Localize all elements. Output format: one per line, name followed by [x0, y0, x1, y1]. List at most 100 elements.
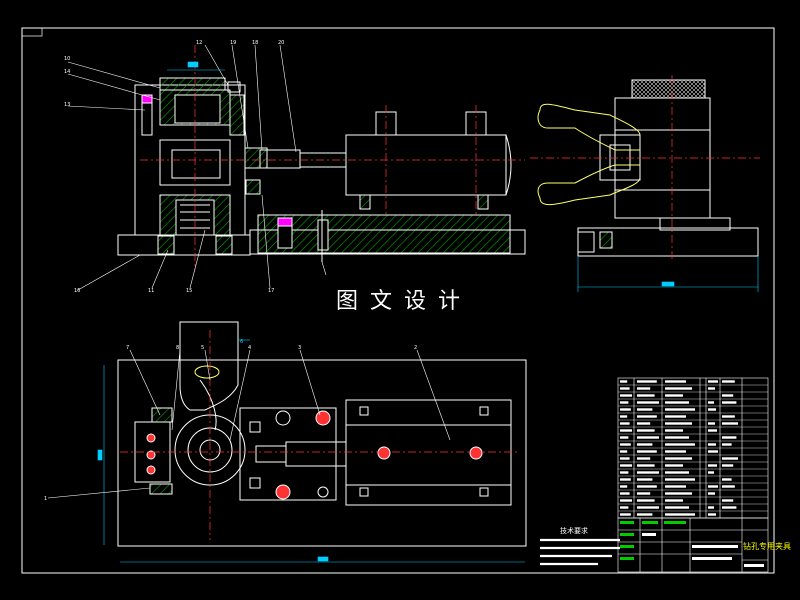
side-dimension — [577, 256, 759, 292]
parts-list-cell — [637, 443, 653, 446]
parts-list-cell — [665, 471, 689, 474]
svg-text:10: 10 — [64, 56, 70, 62]
parts-list-cell — [722, 478, 732, 481]
parts-list-cell — [708, 513, 716, 516]
title-block-cell — [642, 521, 658, 524]
parts-list-cell — [620, 443, 631, 446]
parts-list-cell — [620, 499, 632, 502]
svg-text:13: 13 — [64, 102, 70, 108]
parts-list-cell — [620, 513, 631, 516]
parts-list-cell — [708, 387, 715, 390]
title-block — [617, 517, 769, 573]
parts-list-cell — [665, 443, 695, 446]
front-leaders — [67, 44, 327, 291]
parts-list-cell — [620, 485, 628, 488]
parts-list-cell — [665, 415, 686, 418]
title-block-fill — [620, 521, 764, 567]
parts-list-cell — [637, 464, 655, 467]
parts-list-cell — [637, 394, 655, 397]
parts-list-cell — [637, 499, 655, 502]
parts-list-cell — [665, 429, 683, 432]
parts-list-cell — [620, 394, 632, 397]
parts-list-cell — [665, 513, 695, 516]
parts-list-cell — [620, 450, 628, 453]
side-centerlines — [530, 75, 760, 260]
parts-list-cell — [708, 443, 716, 446]
parts-list-cell — [665, 457, 692, 460]
svg-text:12: 12 — [196, 40, 202, 46]
title-block-cell — [744, 564, 764, 567]
svg-text:11: 11 — [148, 288, 154, 294]
parts-list-cell — [665, 422, 692, 425]
parts-list-cell — [708, 485, 718, 488]
parts-list-cell — [620, 387, 630, 390]
parts-list-cell — [637, 471, 659, 474]
sheet-border — [21, 27, 775, 574]
title-block-cell — [620, 545, 634, 548]
parts-list-cell — [637, 485, 657, 488]
svg-text:5: 5 — [201, 345, 204, 351]
watermark-text: 图文设计 — [336, 289, 473, 314]
parts-list-cell — [637, 415, 657, 418]
title-block-cell — [620, 533, 634, 536]
parts-list-cell — [637, 457, 651, 460]
parts-list-cell — [722, 464, 734, 467]
parts-list-cell — [708, 471, 714, 474]
parts-list-cell — [620, 401, 629, 404]
title-block-cell — [692, 557, 732, 560]
parts-list-cell — [722, 422, 738, 425]
parts-list-cell — [665, 464, 683, 467]
parts-list-cell — [722, 401, 737, 404]
parts-list-cell — [637, 387, 651, 390]
parts-list-cell — [722, 436, 737, 439]
svg-text:8: 8 — [176, 345, 179, 351]
svg-text:16: 16 — [74, 288, 80, 294]
parts-list-cell — [708, 422, 715, 425]
svg-text:15: 15 — [186, 288, 192, 294]
title-block-cell — [692, 545, 738, 548]
parts-list-cell — [620, 464, 632, 467]
parts-list-cell — [620, 457, 630, 460]
svg-text:2: 2 — [414, 345, 417, 351]
parts-list-cell — [620, 506, 629, 509]
title-block-cell — [664, 521, 686, 524]
parts-list-cell — [665, 450, 686, 453]
front-centerlines — [140, 45, 525, 270]
parts-list-cell — [722, 485, 735, 488]
parts-list-cell — [620, 408, 631, 411]
title-block-cell — [642, 533, 656, 536]
parts-list-cell — [637, 380, 657, 383]
parts-list-cell — [665, 485, 686, 488]
parts-list-cell — [637, 422, 651, 425]
plan-leaders — [47, 339, 451, 499]
parts-list-cell — [637, 478, 653, 481]
technical-requirements-title: 技术要求 — [560, 527, 588, 535]
parts-list-cell — [722, 506, 737, 509]
parts-list-cell — [665, 436, 689, 439]
parts-list-cell — [665, 478, 695, 481]
parts-list-cell — [708, 401, 714, 404]
parts-list-cell — [708, 450, 718, 453]
parts-list-cell — [665, 492, 692, 495]
plan-view — [117, 321, 527, 547]
parts-list-cell — [620, 492, 630, 495]
parts-list-cell — [620, 471, 629, 474]
parts-list-cell — [665, 394, 683, 397]
parts-list-cell — [620, 436, 629, 439]
title-block-cell — [620, 557, 634, 560]
parts-list-cell — [665, 387, 692, 390]
parts-list-cell — [708, 492, 715, 495]
svg-text:14: 14 — [64, 69, 70, 75]
parts-list-cell — [665, 499, 683, 502]
parts-list-cell — [722, 415, 735, 418]
part-name: 钻孔专用夹具 — [743, 542, 791, 551]
svg-text:4: 4 — [248, 345, 251, 351]
parts-list-cell — [665, 408, 695, 411]
parts-list-rows — [618, 380, 768, 516]
parts-list-cell — [722, 499, 734, 502]
parts-list-cell — [620, 478, 631, 481]
svg-text:7: 7 — [126, 345, 129, 351]
